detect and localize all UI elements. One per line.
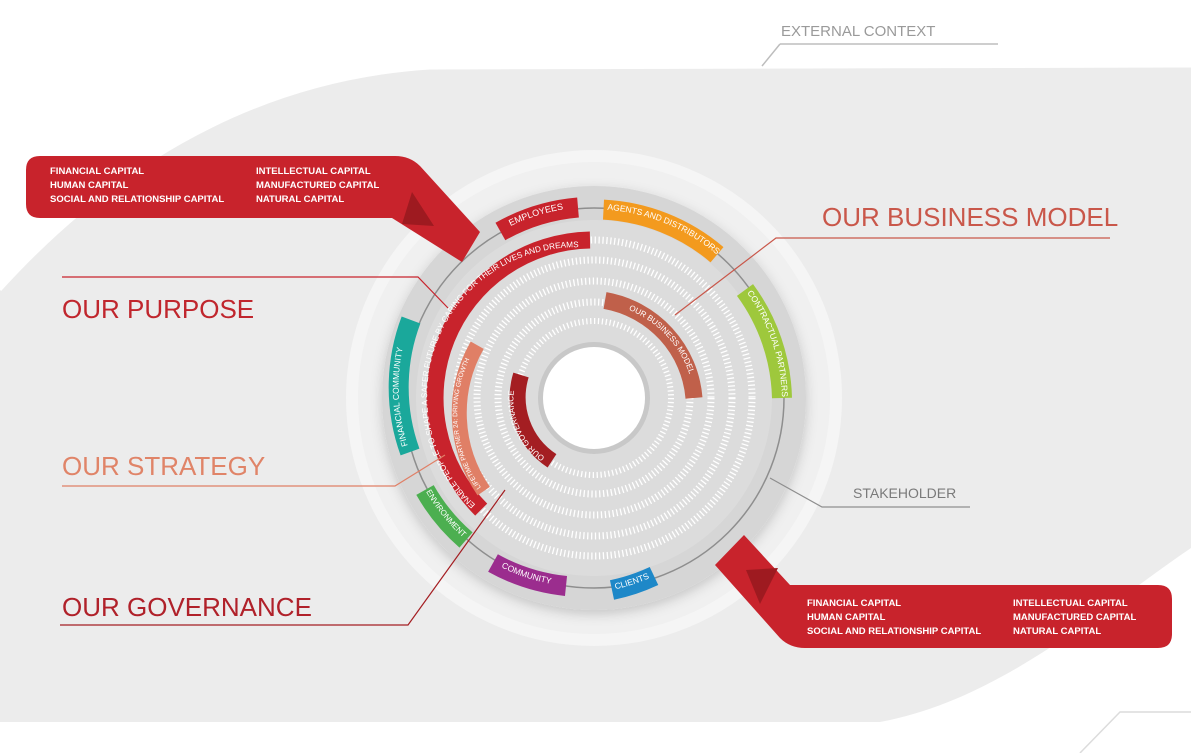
band-corner-line: [1079, 711, 1191, 753]
purpose-leader: [62, 276, 449, 309]
tick-ring-5: [514, 318, 674, 478]
stakeholder-tab-environment: [416, 484, 473, 548]
input-capital-right-3: NATURAL CAPITAL: [256, 194, 344, 205]
stakeholder-tab-contractual: [736, 284, 792, 399]
business-model-leader: [674, 237, 1110, 316]
output-capital-left-1: FINANCIAL CAPITAL: [807, 598, 901, 609]
input-capital-right-1: INTELLECTUAL CAPITAL: [256, 166, 371, 177]
band-edge: [0, 64, 1191, 292]
governance-arc: [509, 372, 557, 468]
our-strategy-title: OUR STRATEGY: [62, 451, 265, 481]
input-capitals-arrow: [26, 156, 480, 262]
our-governance-title: OUR GOVERNANCE: [62, 592, 312, 622]
our-purpose-title: OUR PURPOSE: [62, 294, 254, 324]
output-capital-right-2: MANUFACTURED CAPITAL: [1013, 612, 1137, 623]
output-arrow-head-shade: [746, 568, 778, 604]
output-capitals-list: FINANCIAL CAPITAL HUMAN CAPITAL SOCIAL A…: [807, 598, 1137, 637]
input-arrow-head-shade: [402, 192, 434, 226]
strategy-leader: [62, 454, 446, 487]
strategy-arc: [451, 341, 490, 496]
purpose-arc: [426, 231, 591, 516]
stakeholder-tab-employees: [495, 197, 580, 241]
stakeholder-tab-community: [488, 554, 568, 596]
input-capitals-list: FINANCIAL CAPITAL HUMAN CAPITAL SOCIAL A…: [50, 166, 380, 205]
stakeholder-tab-agents: [602, 199, 724, 263]
external-context-leader: [761, 43, 781, 67]
stakeholder-tab-clients: [609, 566, 659, 600]
output-capital-right-3: NATURAL CAPITAL: [1013, 626, 1101, 637]
stakeholder-leader: [769, 477, 970, 508]
output-capital-right-1: INTELLECTUAL CAPITAL: [1013, 598, 1128, 609]
business-model-arc: [603, 292, 703, 399]
input-capital-left-3: SOCIAL AND RELATIONSHIP CAPITAL: [50, 194, 224, 205]
input-capital-left-1: FINANCIAL CAPITAL: [50, 166, 144, 177]
input-capital-right-2: MANUFACTURED CAPITAL: [256, 180, 380, 191]
stakeholder-tab-financial-community: [388, 316, 421, 456]
output-capitals-arrow: [715, 535, 1172, 648]
input-capital-left-2: HUMAN CAPITAL: [50, 180, 129, 191]
output-capital-left-2: HUMAN CAPITAL: [807, 612, 886, 623]
external-context-label: EXTERNAL CONTEXT: [781, 23, 935, 40]
stakeholder-label: STAKEHOLDER: [853, 485, 956, 501]
tick-ring-3: [473, 277, 715, 519]
centre-hole: [543, 347, 645, 449]
governance-leader: [60, 489, 506, 626]
our-business-model-title: OUR BUSINESS MODEL: [822, 202, 1118, 232]
output-capital-left-3: SOCIAL AND RELATIONSHIP CAPITAL: [807, 626, 981, 637]
